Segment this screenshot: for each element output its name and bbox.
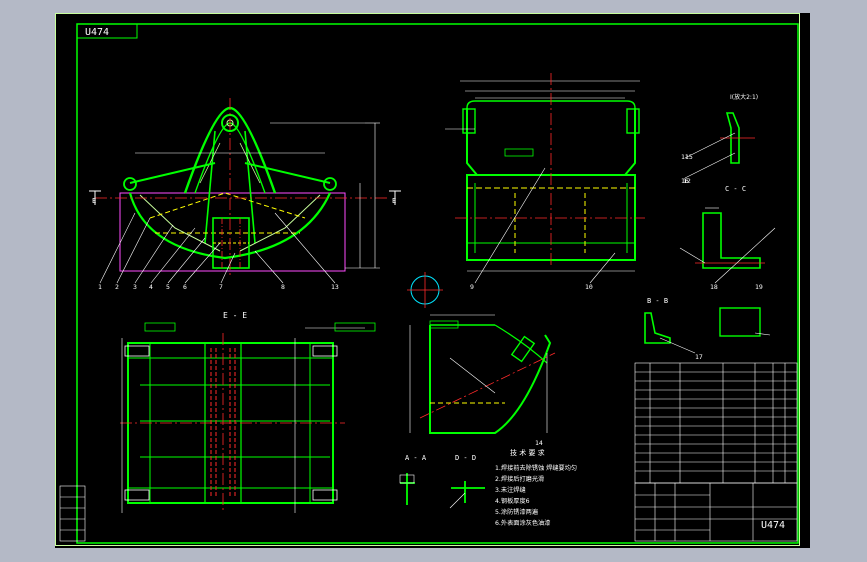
section-c-c-view: C - C <box>679 185 776 284</box>
detail-i-label: I(放大2:1) <box>730 93 758 101</box>
section-label-a-a: A - A <box>405 454 427 462</box>
balloon-number: 5 <box>166 283 170 291</box>
balloon-number: 11 <box>681 153 689 161</box>
section-label-e-e: E - E <box>223 311 247 320</box>
balloon-group-top: 1 2 3 4 5 6 7 8 13 <box>98 283 339 291</box>
balloon-number: 1 <box>98 283 102 291</box>
revision-stamp <box>59 485 86 542</box>
side-elevation-view <box>445 73 645 284</box>
code-tab-text: U474 <box>85 27 109 38</box>
title-block-code: U474 <box>761 520 785 531</box>
balloon-number: 12 <box>683 177 691 185</box>
balloon-number: 14 <box>535 439 543 447</box>
parts-list-table <box>634 362 798 484</box>
section-label-d-d: D - D <box>455 454 476 462</box>
balloon-number: 7 <box>219 283 223 291</box>
section-b-b-view: B - B <box>644 297 771 354</box>
balloon-number: 10 <box>585 283 593 291</box>
balloon-number: 17 <box>695 353 703 361</box>
tech-req-6: 6.外表面涂灰色油漆 <box>495 519 550 527</box>
detail-i-view: I(放大2:1) <box>684 93 758 179</box>
section-d-d-view: D - D <box>449 454 485 509</box>
jaw-plate-detail-view <box>407 272 556 434</box>
tech-req-3: 3.未注焊缝 <box>495 486 526 494</box>
balloon-number: 19 <box>755 283 763 291</box>
balloon-group-right: 9 10 11 12 14 15 16 17 18 19 <box>470 153 763 447</box>
code-tab-box <box>76 23 138 39</box>
balloon-number: 2 <box>115 283 119 291</box>
balloon-number: 9 <box>470 283 474 291</box>
balloon-number: 16 <box>681 177 689 185</box>
drawing-sheet: U474 <box>55 13 810 548</box>
front-elevation-view: E E <box>89 98 401 284</box>
section-a-a-view: A - A <box>399 454 427 505</box>
balloon-number: 8 <box>281 283 285 291</box>
outer-border <box>55 13 800 546</box>
tech-req-1: 1.焊接前去除锈蚀 焊缝要均匀 <box>495 464 577 472</box>
tech-req-5: 5.涂防锈漆两遍 <box>495 508 539 516</box>
balloon-number: 13 <box>331 283 339 291</box>
tech-req-4: 4.钢板厚度6 <box>495 497 530 505</box>
arrow-letter-left: E <box>92 197 96 205</box>
balloon-number: 6 <box>183 283 187 291</box>
balloon-number: 4 <box>149 283 153 291</box>
section-e-e-view: E - E <box>120 311 376 513</box>
inner-border <box>76 23 799 544</box>
technical-requirements: 技 术 要 求 1.焊接前去除锈蚀 焊缝要均匀 2.焊接后打磨光滑 3.未注焊缝… <box>495 448 577 527</box>
cad-drawing: U474 <box>55 13 800 546</box>
section-label-b-b: B - B <box>647 297 668 305</box>
tech-req-title: 技 术 要 求 <box>510 448 545 457</box>
arrow-letter-right: E <box>392 197 396 205</box>
balloon-number: 18 <box>710 283 718 291</box>
section-label-c-c: C - C <box>725 185 746 193</box>
balloon-number: 15 <box>685 153 693 161</box>
tech-req-2: 2.焊接后打磨光滑 <box>495 475 544 483</box>
title-block <box>634 482 798 542</box>
balloon-number: 3 <box>133 283 137 291</box>
